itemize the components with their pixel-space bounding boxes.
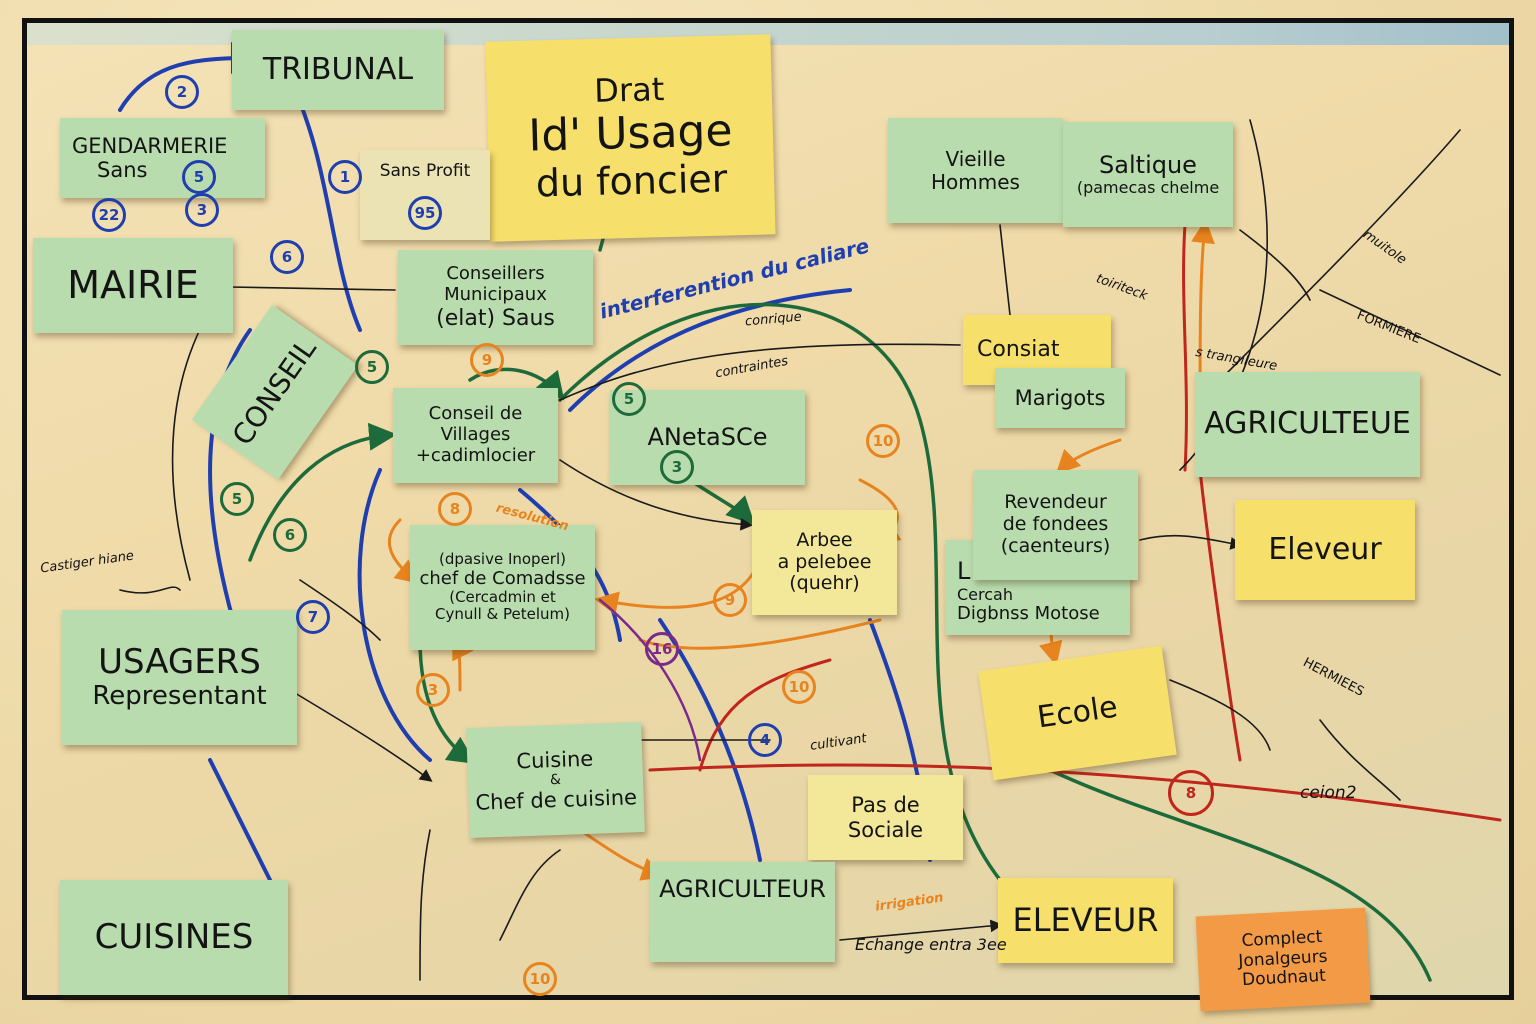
note-eleveur-right: Eleveur: [1235, 500, 1415, 600]
number-circle: 8: [438, 492, 472, 526]
note-sans-profit: Sans Profit: [360, 150, 490, 240]
number-circle: 4: [748, 723, 782, 757]
number-circle: 9: [713, 583, 747, 617]
title-line-1: Drat: [593, 70, 665, 111]
title-line-2: Id' Usage: [527, 105, 734, 162]
number-circle: 9: [470, 343, 504, 377]
number-circle: 95: [408, 196, 442, 230]
number-circle: 5: [220, 482, 254, 516]
number-circle: 5: [355, 350, 389, 384]
purple-arrows: [598, 598, 702, 762]
number-circle: 3: [660, 450, 694, 484]
label-ceion: ceion2: [1300, 783, 1357, 803]
number-circle: 10: [866, 424, 900, 458]
number-circle: 3: [416, 673, 450, 707]
note-marigots: Marigots: [995, 368, 1125, 428]
note-agriculteue: AGRICULTEUE: [1195, 372, 1420, 477]
note-conseil-villages: Conseil de Villages +cadimlocier: [393, 388, 558, 483]
number-circle: 2: [165, 75, 199, 109]
number-circle: 6: [273, 518, 307, 552]
number-circle: 8: [1168, 770, 1214, 816]
note-arbee: Arbee a pelebee (quehr): [752, 510, 897, 615]
note-mairie: MAIRIE: [33, 238, 233, 333]
number-circle: 6: [270, 240, 304, 274]
note-cuisines: CUISINES: [60, 880, 288, 995]
number-circle: 3: [185, 193, 219, 227]
number-circle: 10: [782, 670, 816, 704]
note-revendeur: Revendeur de fondees (caenteurs): [973, 470, 1138, 580]
note-chef-de-comadsse: (dpasive Inoperl) chef de Comadsse (Cerc…: [410, 525, 595, 650]
note-saltique: Saltique (pamecas chelme: [1063, 122, 1233, 227]
note-complect-jonalgeurs: Complect Jonalgeurs Doudnaut: [1195, 907, 1371, 1012]
number-circle: 5: [182, 160, 216, 194]
number-circle: 5: [612, 382, 646, 416]
note-cuisine-chef-de-cuisine: Cuisine & Chef de cuisine: [466, 721, 645, 839]
label-echange: Echange entra 3ee: [855, 935, 1007, 954]
note-usagers-representant: USAGERS Representant: [62, 610, 297, 745]
note-pas-de-sociale: Pas de Sociale: [808, 775, 963, 860]
number-circle: 10: [523, 962, 557, 996]
number-circle: 22: [92, 198, 126, 232]
note-eleveur-bottom: ELEVEUR: [998, 878, 1173, 963]
note-title-droit-usage-foncier: Drat Id' Usage du foncier: [485, 34, 776, 242]
note-agriculteur-bottom: AGRICULTEUR: [650, 862, 835, 962]
note-vieille-hommes: Vieille Hommes: [888, 118, 1063, 223]
black-arrows: [119, 119, 1501, 981]
number-circle: 7: [296, 600, 330, 634]
number-circle: 16: [645, 632, 679, 666]
number-circle: 1: [328, 160, 362, 194]
note-tribunal: TRIBUNAL: [232, 30, 444, 110]
note-conseillers-municipaux: Conseillers Municipaux (elat) Saus: [398, 250, 593, 345]
title-line-3: du foncier: [535, 156, 728, 206]
note-gendarmerie: GENDARMERIE Sans: [60, 118, 265, 198]
